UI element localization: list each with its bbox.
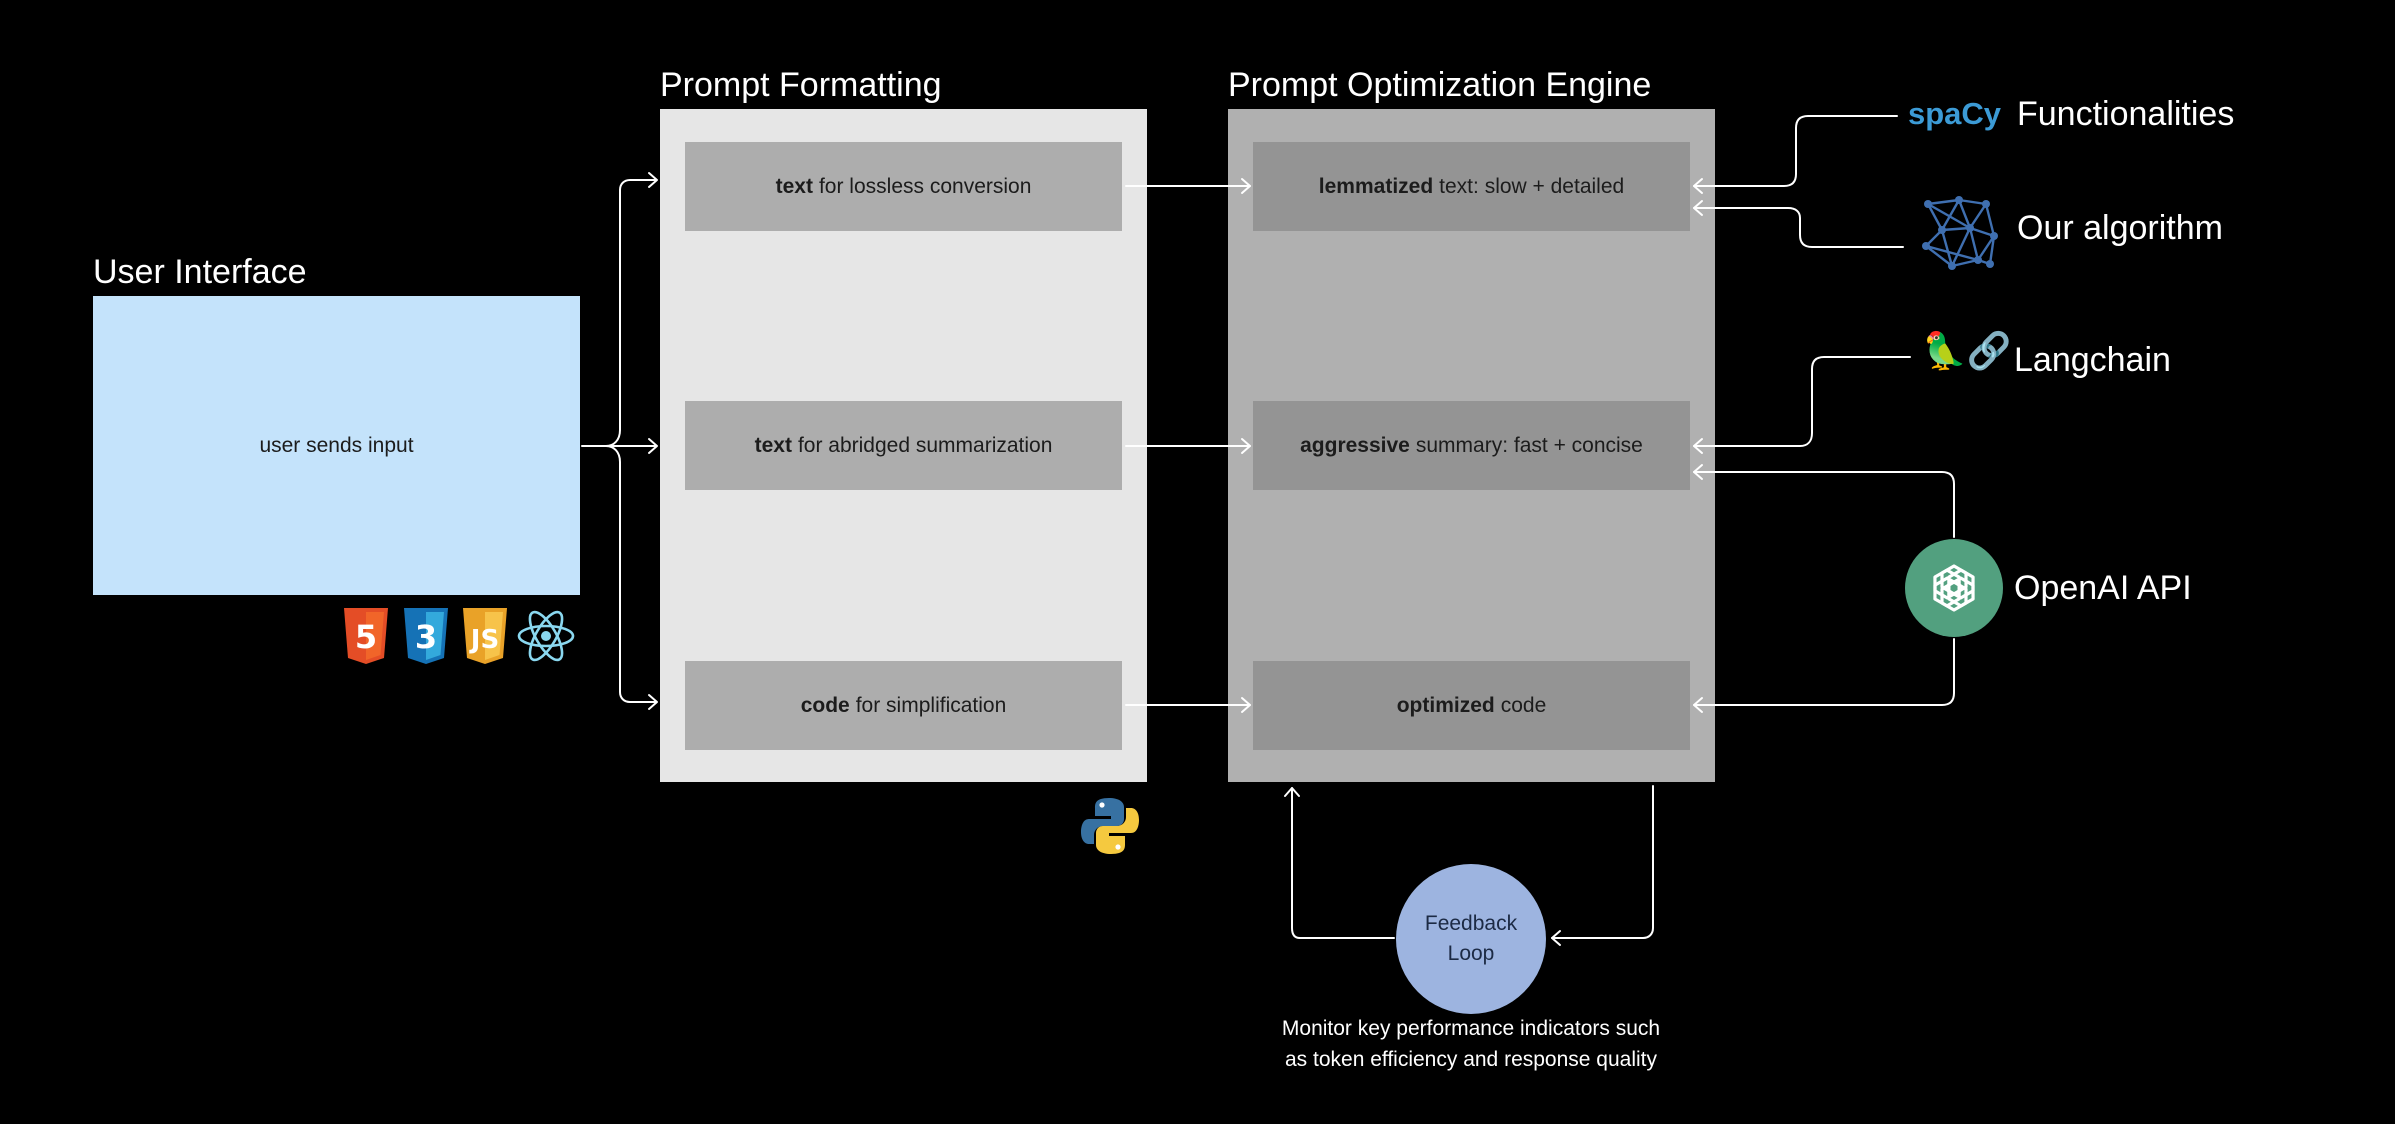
javascript-icon: JS: [461, 608, 509, 664]
feedback-loop-note-line2: as token efficiency and response quality: [1284, 1048, 1657, 1071]
formatting-box-keyword: code: [800, 693, 850, 717]
langchain-label: Langchain: [2014, 341, 2171, 379]
user-interface-title: User Interface: [93, 253, 307, 291]
engine-box-keyword: optimized: [1396, 693, 1495, 717]
engine-box-keyword: lemmatized: [1318, 174, 1434, 198]
formatting-box-simplification: code for simplification: [685, 661, 1122, 750]
engine-box-description: code: [1500, 693, 1547, 717]
user-interface-text: user sends input: [259, 433, 414, 457]
spacy-logo: spaCy: [1908, 96, 2002, 131]
engine-box-description: summary: fast + concise: [1415, 433, 1643, 457]
connector-langchain-to-engine: [1693, 356, 1911, 447]
connector-algorithm-to-engine: [1693, 207, 1904, 248]
user-interface-box: user sends input: [93, 296, 580, 595]
html5-icon: 5: [342, 608, 390, 664]
formatting-box-description: for simplification: [855, 693, 1007, 717]
feedback-loop-label-line2: Loop: [1447, 942, 1495, 965]
langchain-emoji-icon: 🦜🔗: [1922, 331, 2012, 372]
prompt-formatting-title: Prompt Formatting: [660, 66, 942, 104]
connector-openai-to-optimized: [1693, 638, 1955, 706]
spacy-functionalities-label: Functionalities: [2017, 95, 2235, 133]
react-icon: [516, 608, 576, 664]
css3-icon: 3: [402, 608, 450, 664]
feedback-loop-label-line1: Feedback: [1424, 912, 1518, 935]
feedback-loop-circle: Feedback Loop: [1396, 864, 1546, 1014]
formatting-box-summarization: text for abridged summarization: [685, 401, 1122, 490]
openai-api-label: OpenAI API: [2014, 569, 2192, 607]
feedback-loop-note: Monitor key performance indicators such …: [1221, 1013, 1721, 1075]
engine-box-optimized: optimized code: [1253, 661, 1690, 750]
engine-box-lemmatized: lemmatized text: slow + detailed: [1253, 142, 1690, 231]
svg-text:3: 3: [415, 618, 437, 656]
connector-spacy-to-engine: [1693, 115, 1898, 187]
formatting-box-keyword: text: [775, 174, 813, 198]
engine-box-keyword: aggressive: [1300, 433, 1410, 457]
formatting-box-description: for lossless conversion: [818, 174, 1032, 198]
engine-box-description: text: slow + detailed: [1439, 174, 1625, 198]
formatting-box-lossless: text for lossless conversion: [685, 142, 1122, 231]
feedback-loop-note-line1: Monitor key performance indicators such: [1281, 1017, 1661, 1040]
network-graph-icon: [1918, 194, 2000, 274]
engine-box-aggressive: aggressive summary: fast + concise: [1253, 401, 1690, 490]
formatting-box-description: for abridged summarization: [797, 433, 1053, 457]
python-icon: [1081, 796, 1139, 856]
connector-openai-to-aggressive: [1693, 471, 1955, 538]
formatting-box-keyword: text: [754, 433, 792, 457]
prompt-optimization-engine-title: Prompt Optimization Engine: [1228, 66, 1652, 104]
openai-icon: [1905, 539, 2003, 637]
connector-feedback-to-engine: [1291, 787, 1395, 939]
connector-engine-to-feedback: [1551, 785, 1654, 939]
svg-text:5: 5: [355, 618, 377, 656]
our-algorithm-label: Our algorithm: [2017, 209, 2223, 247]
svg-text:JS: JS: [469, 625, 499, 655]
